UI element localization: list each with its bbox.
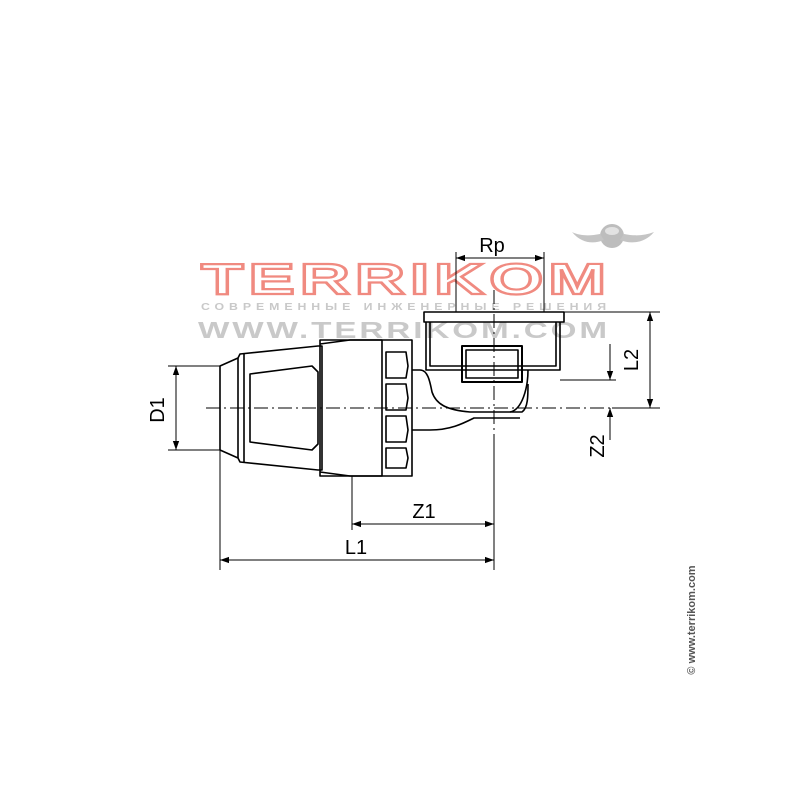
compression-sleeve xyxy=(219,345,323,471)
inner-cone xyxy=(249,365,319,451)
socket-flange xyxy=(423,311,565,323)
dimensions xyxy=(168,252,660,570)
watermark-slogan: СОВРЕМЕННЫЕ ИНЖЕНЕРНЫЕ РЕШЕНИЯ xyxy=(201,301,611,313)
label-l1: L1 xyxy=(345,537,367,559)
elbow-neck xyxy=(412,369,529,413)
copyright-text: © www.terrikom.com xyxy=(686,565,698,674)
watermark: TERRIKOM СОВРЕМЕННЫЕ ИНЖЕНЕРНЫЕ РЕШЕНИЯ … xyxy=(198,224,654,343)
watermark-brand: TERRIKOM xyxy=(201,255,611,304)
socket-thread xyxy=(461,345,523,383)
nut-rib-4 xyxy=(385,447,409,469)
label-z2: Z2 xyxy=(587,434,609,457)
nut-rib-3 xyxy=(385,415,409,443)
label-d1: D1 xyxy=(147,397,169,423)
label-z1: Z1 xyxy=(412,501,435,523)
nut-rib-2 xyxy=(385,383,409,411)
watermark-url: WWW.TERRIKOM.COM xyxy=(198,317,610,343)
nut-shoulder xyxy=(319,339,383,477)
label-rp: Rp xyxy=(479,235,505,257)
socket-body xyxy=(425,322,561,371)
label-l2: L2 xyxy=(621,349,643,371)
nut-rib-1 xyxy=(385,351,409,379)
fitting-body xyxy=(219,311,565,477)
dimension-labels: D1 Rp L2 Z2 Z1 L1 xyxy=(147,235,643,559)
winged-sphere-icon xyxy=(572,224,654,248)
